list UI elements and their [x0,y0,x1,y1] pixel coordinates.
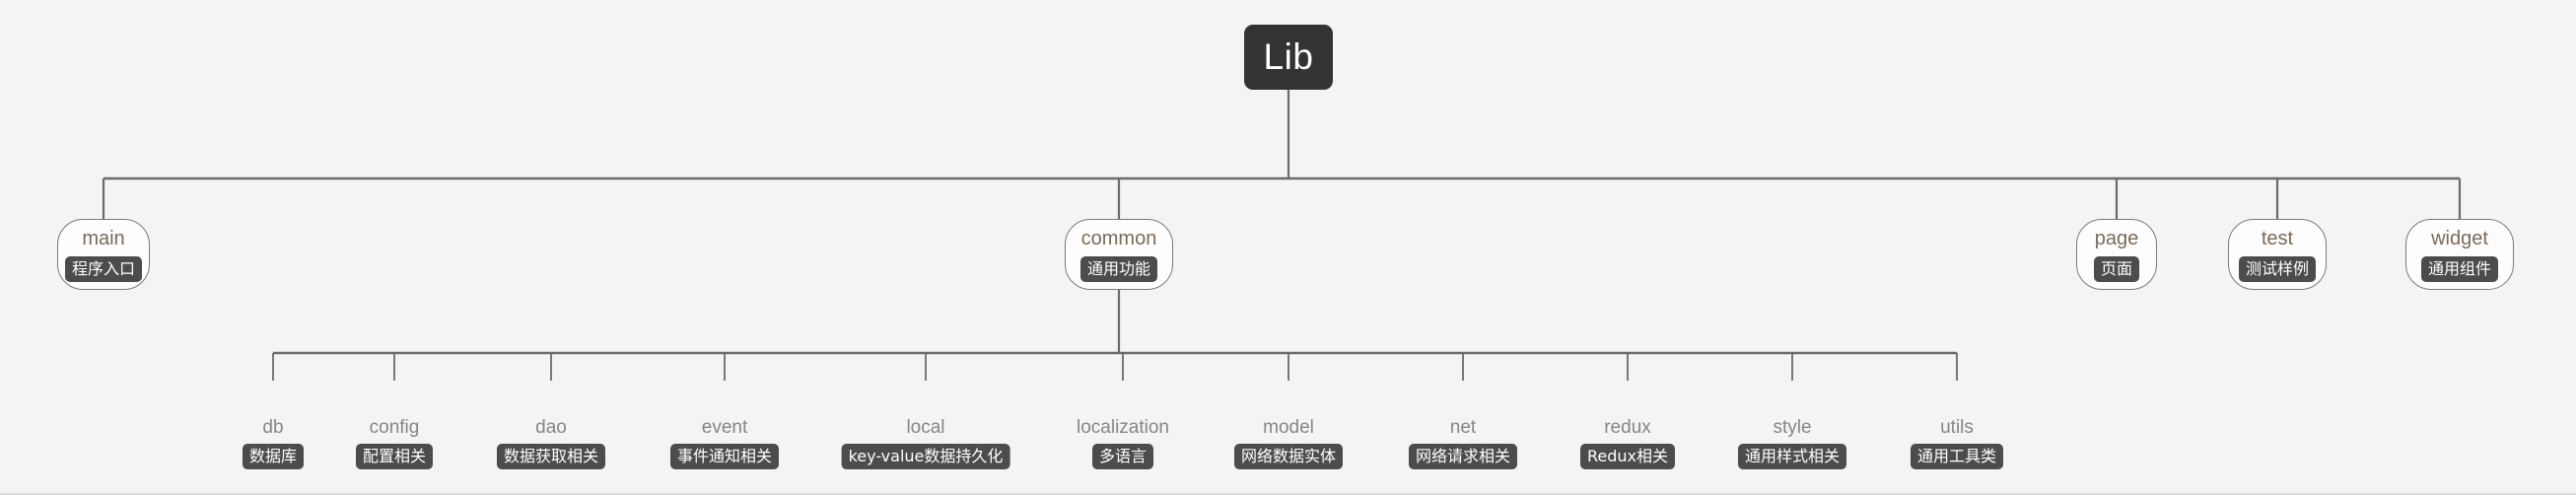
leaf-node-dao[interactable]: dao 数据获取相关 [496,416,606,469]
leaf-node-badge: 网络数据实体 [1233,444,1344,469]
leaf-node-local[interactable]: local key-value数据持久化 [841,416,1010,469]
leaf-node-label: local [906,417,945,438]
branch-node-badge: 通用功能 [1079,256,1157,282]
leaf-node-badge: 配置相关 [355,444,434,469]
leaf-node-label: utils [1940,417,1974,438]
branch-node-label: widget [2431,228,2488,249]
leaf-node-badge: 多语言 [1091,444,1153,469]
branch-node-common[interactable]: common 通用功能 [1065,219,1173,290]
branch-node-badge: 通用组件 [2420,256,2498,282]
branch-node-badge: 测试样例 [2239,256,2317,282]
leaf-node-badge: Redux相关 [1579,444,1676,469]
leaf-node-label: config [369,417,420,438]
leaf-node-badge: 网络请求相关 [1408,444,1518,469]
leaf-node-badge: 数据获取相关 [496,444,606,469]
leaf-node-net[interactable]: net 网络请求相关 [1408,416,1518,469]
branch-node-label: page [2094,228,2139,249]
leaf-node-badge: 通用样式相关 [1737,444,1847,469]
branch-node-label: test [2261,228,2294,249]
leaf-node-label: model [1263,417,1314,438]
leaf-node-badge: 事件通知相关 [669,444,780,469]
leaf-node-config[interactable]: config 配置相关 [355,416,434,469]
leaf-node-label: style [1773,417,1812,438]
leaf-node-label: dao [535,417,567,438]
branch-node-widget[interactable]: widget 通用组件 [2405,219,2514,290]
leaf-node-label: event [701,417,748,438]
branch-node-main[interactable]: main 程序入口 [57,219,150,290]
leaf-node-label: net [1449,417,1477,438]
root-node-lib[interactable]: Lib [1244,25,1333,90]
leaf-node-badge: key-value数据持久化 [841,444,1010,469]
leaf-node-localization[interactable]: localization 多语言 [1077,416,1169,469]
branch-node-page[interactable]: page 页面 [2076,219,2157,290]
leaf-node-label: localization [1077,417,1169,438]
branch-node-label: common [1080,228,1157,249]
leaf-node-badge: 通用工具类 [1910,444,2004,469]
leaf-node-label: redux [1604,417,1651,438]
branch-node-badge: 程序入口 [65,256,143,282]
leaf-node-badge: 数据库 [242,444,305,469]
leaf-node-label: db [262,417,284,438]
leaf-node-style[interactable]: style 通用样式相关 [1737,416,1847,469]
branch-node-label: main [82,228,125,249]
branch-node-badge: 页面 [2093,256,2139,282]
branch-node-test[interactable]: test 测试样例 [2228,219,2327,290]
leaf-node-model[interactable]: model 网络数据实体 [1233,416,1344,469]
leaf-node-utils[interactable]: utils 通用工具类 [1910,416,2004,469]
leaf-node-db[interactable]: db 数据库 [242,416,305,469]
leaf-node-event[interactable]: event 事件通知相关 [669,416,780,469]
